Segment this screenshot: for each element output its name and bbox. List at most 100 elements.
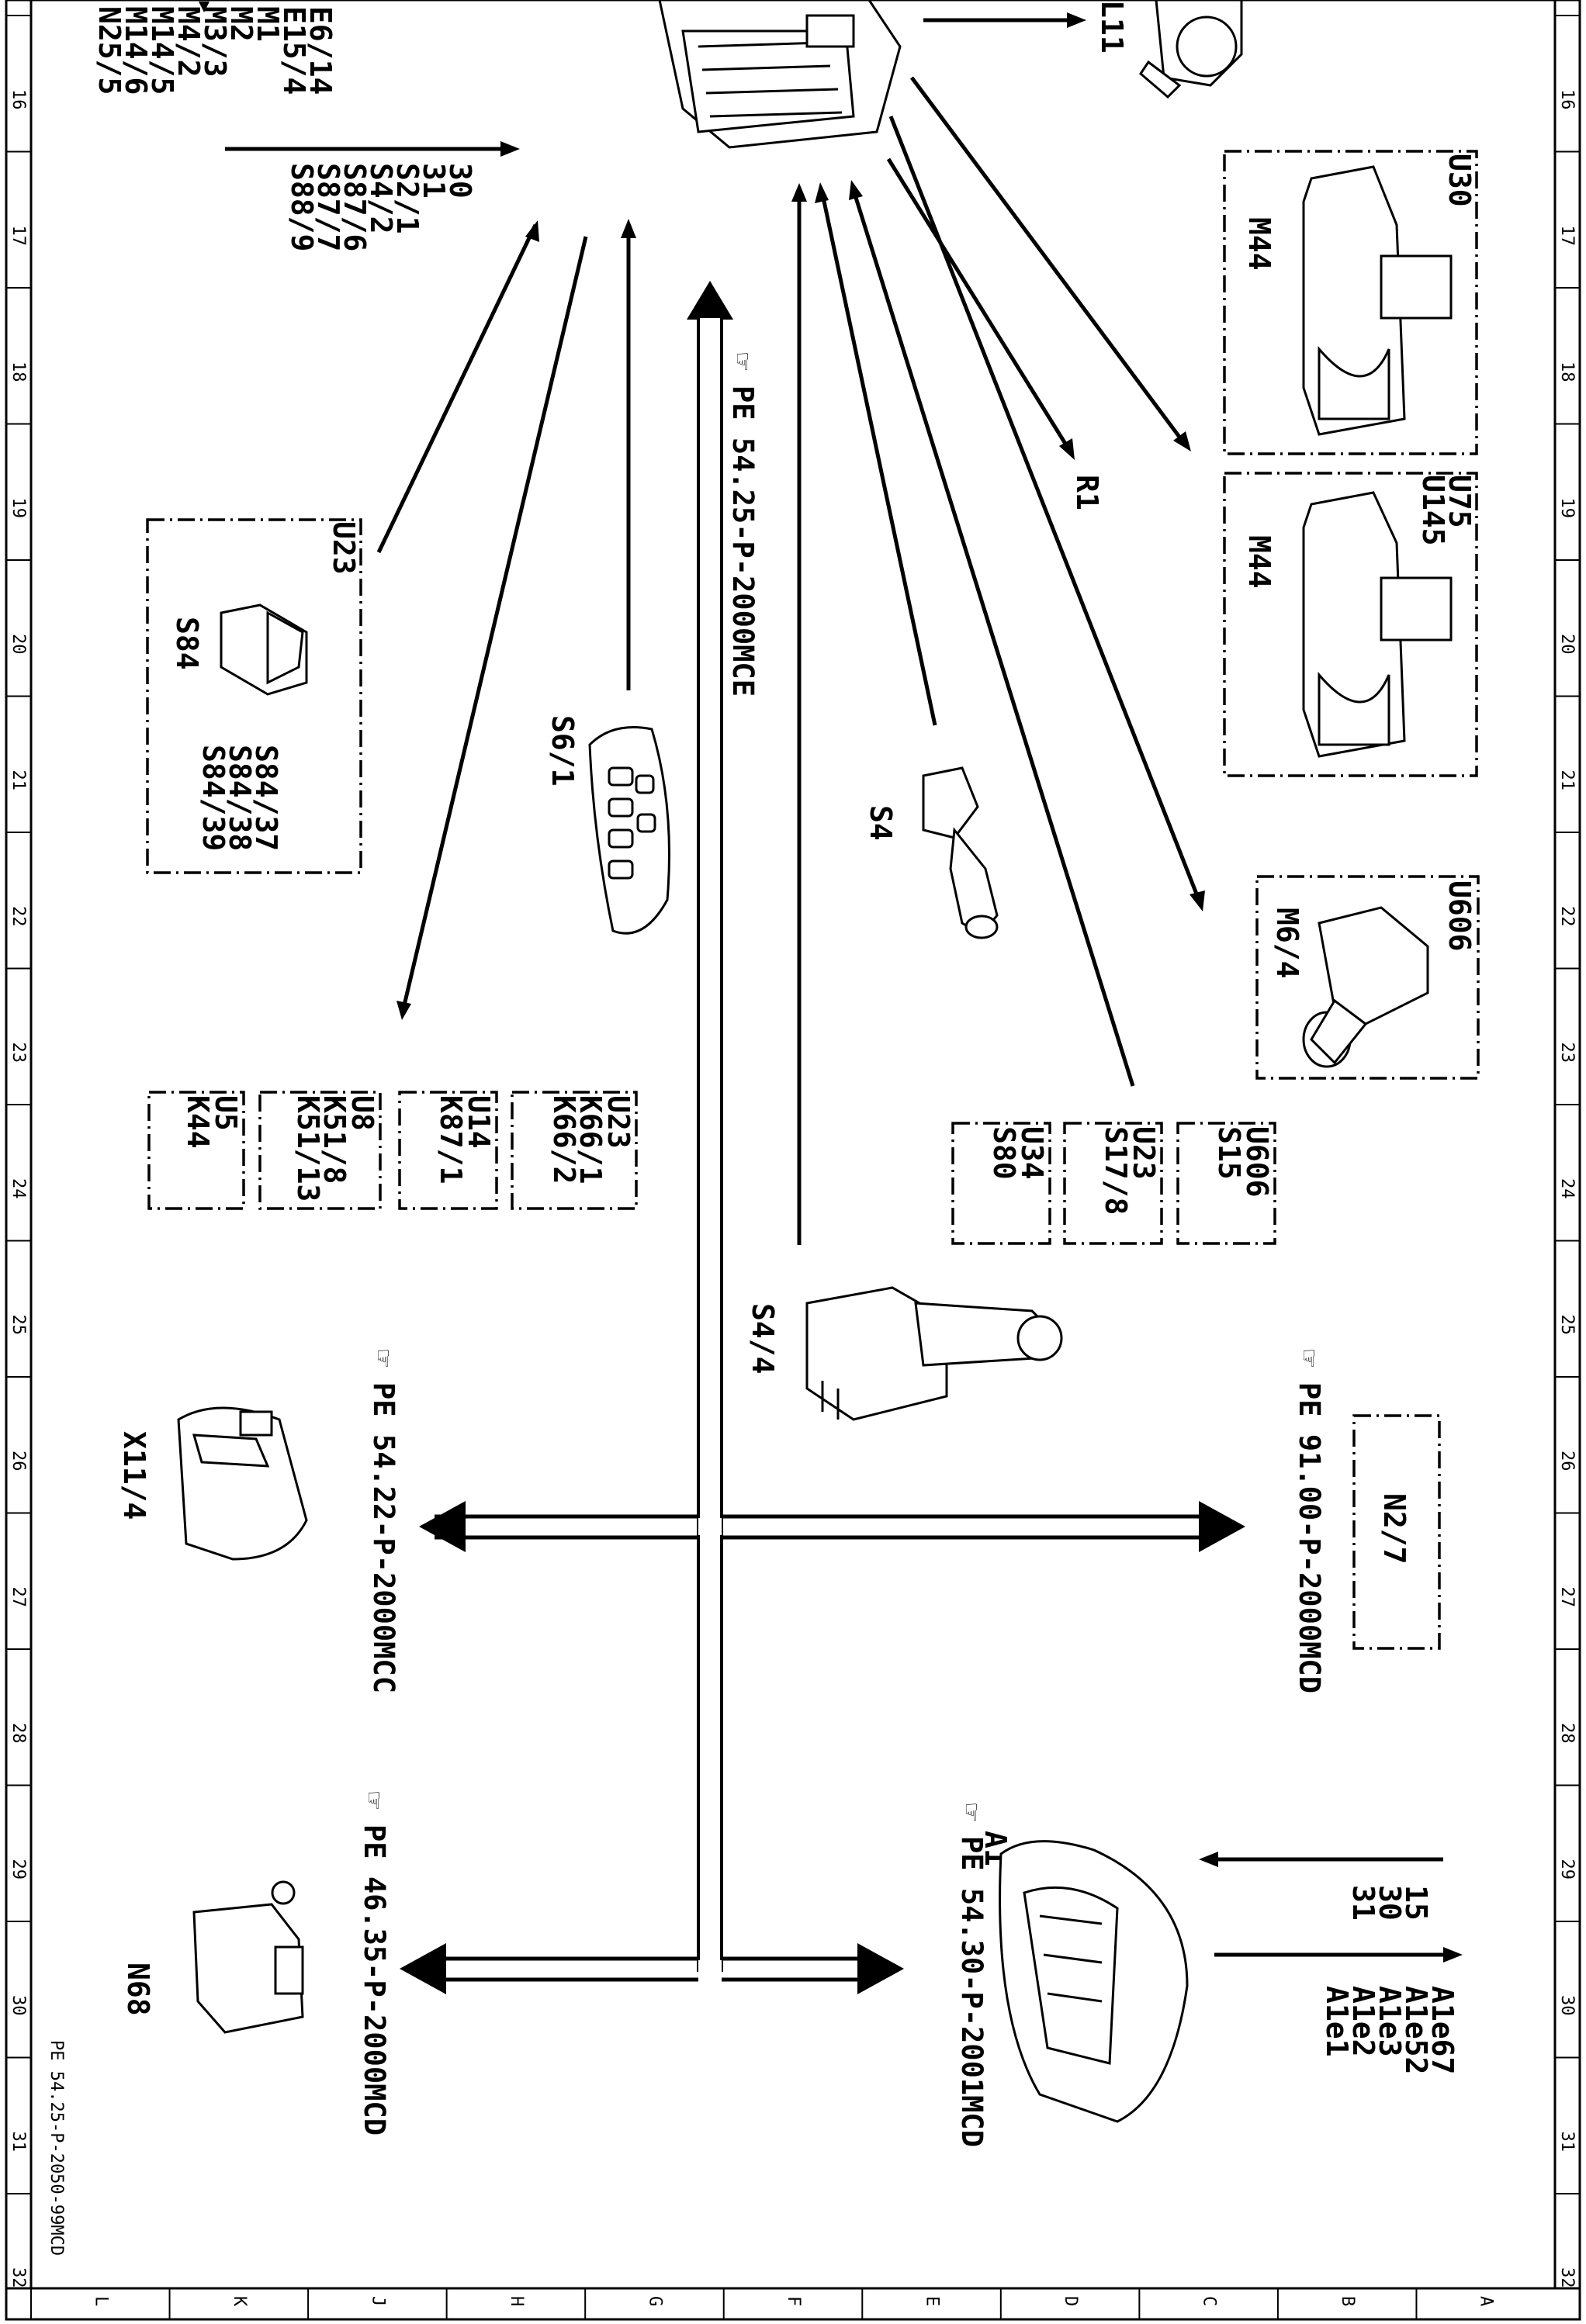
grid-number-right: 17 xyxy=(1557,226,1577,247)
small-box-title: U5 xyxy=(209,1095,243,1131)
right-box-title: U606 xyxy=(1240,1126,1274,1198)
u23-box-title: U23 xyxy=(327,521,361,575)
grid-number-left: 27 xyxy=(9,1587,28,1608)
n68-module-image xyxy=(192,1880,304,2034)
small-box-frame xyxy=(147,1091,245,1210)
top-list-col2-3: S2/1 xyxy=(390,163,424,234)
m44-motor-image-2 xyxy=(1302,491,1453,758)
branch-pe-91 xyxy=(722,1501,1245,1552)
pe-91-reference: ☞ PE 91.00-P-2000MCD xyxy=(1293,1350,1326,1693)
n2-7-label: N2/7 xyxy=(1377,1493,1411,1565)
small-box-item: K44 xyxy=(181,1095,215,1149)
top-list-arrow-head xyxy=(199,2,210,12)
right-box-frame xyxy=(1176,1122,1276,1245)
grid-letter: C xyxy=(1200,2296,1219,2306)
top-list-col1-6: M4/2 xyxy=(171,6,206,78)
grid-number-left: 16 xyxy=(9,89,28,110)
a1-input-arrow-tip xyxy=(1199,1852,1218,1867)
grid-number-left: 21 xyxy=(9,770,28,791)
m44-motor-image-1 xyxy=(1302,165,1453,436)
u30-box-m44: M44 xyxy=(1242,217,1276,271)
small-box-item: K51/13 xyxy=(291,1095,325,1202)
wire-to-u30 xyxy=(909,76,1186,444)
right-box-item: S17/8 xyxy=(1099,1126,1133,1215)
u23-box-s84-38: S84/38 xyxy=(223,745,257,851)
small-box-item: K87/1 xyxy=(434,1095,468,1184)
top-list-col2-7: S88/9 xyxy=(285,163,319,251)
a1-input-15: 15 xyxy=(1399,1885,1433,1921)
wire-right-boxes-tip xyxy=(849,180,863,200)
a1-output-3: A1e3 xyxy=(1373,1986,1407,2057)
u30-box-title: U30 xyxy=(1442,154,1477,207)
s4-4-switch-image xyxy=(805,1286,1063,1421)
grid-letter: H xyxy=(507,2296,526,2306)
small-box-item: K51/8 xyxy=(317,1095,351,1184)
wire-from-right-boxes xyxy=(851,189,1135,1087)
right-box-title: U23 xyxy=(1127,1126,1161,1180)
grid-number-right: 20 xyxy=(1557,634,1577,655)
grid-letter: B xyxy=(1338,2296,1357,2306)
wire-small-boxes-tip xyxy=(396,1001,411,1020)
grid-letter: J xyxy=(368,2296,387,2306)
grid-number-left: 20 xyxy=(9,634,28,655)
pe-46-label: PE 46.35-P-2000MCD xyxy=(358,1824,391,2136)
grid-number-right: 28 xyxy=(1557,1723,1577,1744)
document-reference: PE 54.25-P-2050-99MCD xyxy=(47,2040,66,2256)
branch-pe-46 xyxy=(400,1943,698,1994)
top-list-col2-1: 30 xyxy=(443,163,477,199)
grid-number-right: 31 xyxy=(1557,2132,1577,2153)
grid-letter: K xyxy=(230,2296,249,2307)
s6-1-switch-image xyxy=(588,726,670,935)
wire-u30-tip xyxy=(1173,431,1191,451)
top-list-col2-2: 31 xyxy=(417,163,451,199)
s4-4-label: S4/4 xyxy=(746,1303,780,1375)
wire-to-u23-box xyxy=(376,223,538,554)
right-box-item: S15 xyxy=(1212,1126,1246,1180)
svg-text:☞: ☞ xyxy=(955,1804,989,1821)
grid-letter: F xyxy=(784,2296,803,2306)
a1-output-arrow-tip xyxy=(1443,1947,1463,1963)
grid-number-left: 29 xyxy=(9,1859,28,1880)
l11-label: L11 xyxy=(1095,0,1129,54)
wire-s4-tip xyxy=(815,182,829,203)
grid-letter: A xyxy=(1477,2296,1496,2306)
grid-number-right: 23 xyxy=(1557,1043,1577,1063)
grid-number-left: 32 xyxy=(9,2267,28,2288)
grid-number-left: 30 xyxy=(9,1995,28,2016)
top-list-col2-5: S87/6 xyxy=(338,163,372,251)
top-list-col1-3: M1 xyxy=(251,6,285,42)
right-box-frame xyxy=(951,1122,1051,1245)
r1-label: R1 xyxy=(1070,475,1104,510)
u23-switch-box xyxy=(146,518,362,874)
grid-number-right: 25 xyxy=(1557,1315,1577,1336)
s6-1-label: S6/1 xyxy=(545,715,580,787)
drawing-frame xyxy=(5,0,1581,2321)
small-box-frame xyxy=(511,1091,638,1210)
u23-box-s84: S84 xyxy=(170,617,204,670)
top-list-col1-4: M2 xyxy=(224,6,258,42)
u75-box-title-2: U145 xyxy=(1416,475,1450,546)
grid-number-right: 24 xyxy=(1557,1178,1577,1199)
n68-label: N68 xyxy=(121,1963,155,2016)
top-left-component-list: E6/14 E15/4 M1 M2 M3/3 M4/2 M14/5 M14/6 … xyxy=(92,6,338,95)
grid-number-right: 16 xyxy=(1557,89,1577,110)
pe-mcc-label: PE 54.22-P-2000MCC xyxy=(367,1382,400,1693)
grid-number-left: 18 xyxy=(9,361,28,382)
grid-number-right: 18 xyxy=(1557,361,1577,382)
grid-number-right: 26 xyxy=(1557,1451,1577,1472)
pe-46-reference: ☞ PE 46.35-P-2000MCD xyxy=(358,1792,391,2136)
grid-letter: L xyxy=(91,2296,110,2306)
grid-number-left: 24 xyxy=(9,1178,28,1199)
right-box-frame xyxy=(1063,1122,1163,1245)
wire-to-small-boxes xyxy=(401,236,588,1009)
wire-r1-tip xyxy=(1059,438,1075,460)
x11-4-connector-image xyxy=(177,1406,308,1561)
wire-from-s4 xyxy=(820,193,937,726)
a1-output-5: A1e1 xyxy=(1320,1986,1354,2057)
wire-to-cu-tip-1 xyxy=(525,220,539,242)
svg-text:☞: ☞ xyxy=(367,1350,400,1367)
